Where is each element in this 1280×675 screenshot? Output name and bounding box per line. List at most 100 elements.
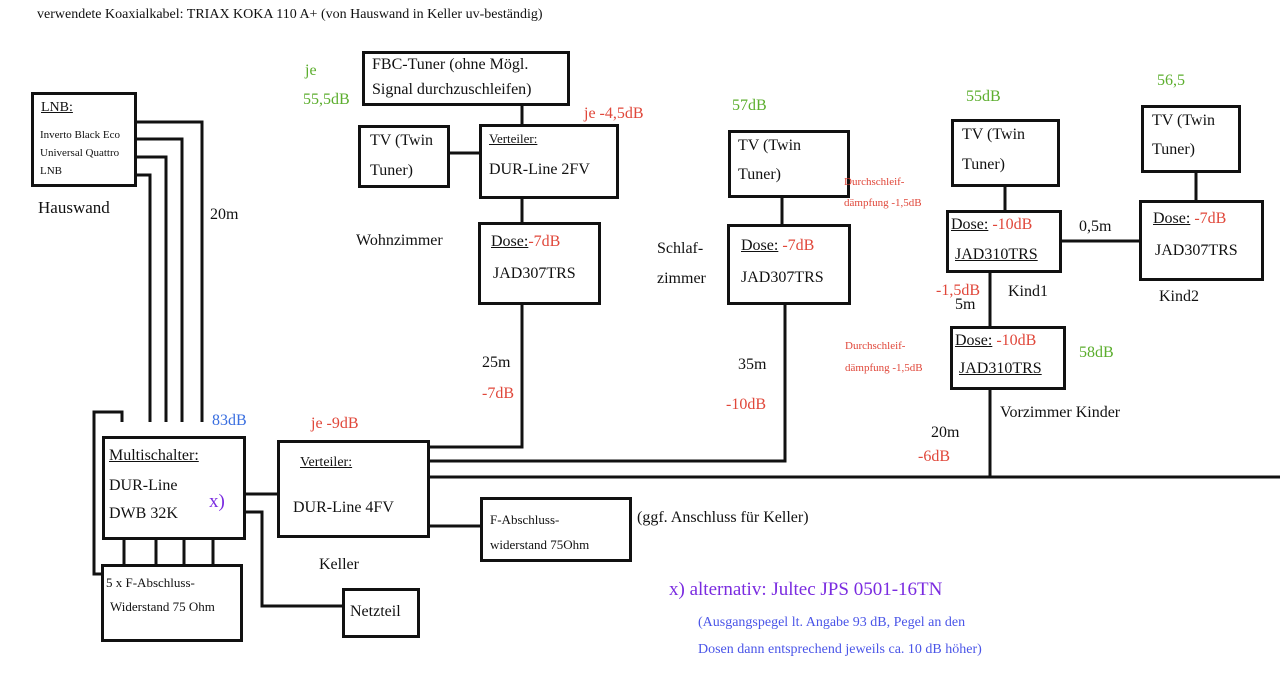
kind1-level: 55dB [966, 88, 1001, 105]
kind1-link-length: 0,5m [1079, 218, 1112, 235]
vorzimmer-dose-model: JAD310TRS [959, 360, 1042, 377]
lnb-box: LNB: Inverto Black Eco Universal Quattro… [31, 92, 137, 187]
alternative-note-line1: (Ausgangspegel lt. Angabe 93 dB, Pegel a… [698, 615, 966, 630]
schlafzimmer-dose-loss: -7dB [782, 237, 815, 254]
verteiler4-model: DUR-Line 4FV [293, 499, 394, 516]
multischalter-line2: DWB 32K [109, 505, 178, 522]
verteiler-terminator-line1: F-Abschluss- [490, 512, 560, 527]
multischalter-output-level: 83dB [212, 412, 247, 429]
kind2-dose-label: Dose: [1153, 210, 1191, 227]
netzteil-box: Netzteil [342, 588, 420, 638]
vorzimmer-dose-label: Dose: [955, 332, 993, 349]
vorzimmer-dose: Dose: -10dB [955, 332, 1036, 350]
wohnzimmer-tv-line2: Tuner) [370, 162, 413, 179]
verteiler-terminator-line2: widerstand 75Ohm [490, 537, 590, 552]
vorzimmer-room: Vorzimmer Kinder [1000, 404, 1121, 421]
multischalter-title: Multischalter: [109, 447, 199, 464]
kind2-dose-box: Dose: -7dB JAD307TRS [1139, 200, 1264, 281]
wohnzimmer-level: 55,5dB [303, 91, 350, 108]
kind1-dose: Dose: -10dB [951, 216, 1032, 234]
schlafzimmer-room-line2: zimmer [657, 270, 706, 287]
keller-note: (ggf. Anschluss für Keller) [637, 509, 809, 526]
verteiler4-location: Keller [319, 556, 359, 573]
lnb-cable-length: 20m [210, 206, 239, 223]
schlafzimmer-cable-loss: -10dB [726, 396, 766, 413]
wohnzimmer-dose-box: Dose:-7dB JAD307TRS [478, 222, 601, 305]
wohnzimmer-tv-box: TV (Twin Tuner) [358, 125, 450, 188]
wohnzimmer-room: Wohnzimmer [356, 232, 443, 249]
schlafzimmer-dose-box: Dose: -7dB JAD307TRS [727, 224, 851, 305]
kind1-dose-box: Dose: -10dB JAD310TRS [946, 210, 1062, 273]
cable-lnb-4 [134, 173, 152, 422]
wohnzimmer-verteiler-title: Verteiler: [489, 131, 538, 146]
cable-ms-netzteil [244, 510, 344, 608]
cable-note: verwendete Koaxialkabel: TRIAX KOKA 110 … [37, 7, 543, 22]
multischalter-terminator-line2: Widerstand 75 Ohm [110, 599, 215, 614]
netzteil-label: Netzteil [350, 603, 401, 620]
kind1-down-loss: -1,5dB [936, 282, 980, 299]
schlafzimmer-tv-line1: TV (Twin [738, 137, 802, 154]
vorzimmer-cable-loss: -6dB [918, 448, 950, 465]
multischalter-box: Multischalter: DUR-Line DWB 32K x) [102, 436, 246, 540]
multischalter-terminator-box: 5 x F-Abschluss- Widerstand 75 Ohm [101, 564, 243, 642]
wohnzimmer-tv-line1: TV (Twin [370, 132, 434, 149]
kind1-through-loss-line2: dämpfung -1,5dB [844, 197, 922, 209]
fbc-tuner-line2: Signal durchzuschleifen) [372, 81, 532, 98]
wohnzimmer-cable-loss: -7dB [482, 385, 514, 402]
kind1-through-loss-line1: Durchschleif- [844, 176, 905, 188]
multischalter-marker: x) [209, 491, 225, 512]
verteiler-terminator-box: F-Abschluss- widerstand 75Ohm [480, 497, 632, 562]
cable-lnb-2 [134, 137, 184, 422]
wohnzimmer-verteiler-model: DUR-Line 2FV [489, 161, 590, 178]
lnb-line-2: Universal Quattro [40, 147, 120, 159]
wohnzimmer-verteiler-loss: je -4,5dB [584, 105, 644, 122]
lnb-line-1: Inverto Black Eco [40, 129, 121, 141]
multischalter-line1: DUR-Line [109, 477, 178, 494]
kind1-tv-box: TV (Twin Tuner) [951, 119, 1060, 187]
kind1-tv-line1: TV (Twin [962, 126, 1026, 143]
wohnzimmer-dose-label: Dose: [491, 233, 529, 250]
schlafzimmer-dose-label: Dose: [741, 237, 779, 254]
cable-wohnzimmer [428, 305, 524, 449]
kind2-dose-loss: -7dB [1194, 210, 1227, 227]
alternative-title: x) alternativ: Jultec JPS 0501-16TN [669, 579, 943, 600]
schlafzimmer-dose: Dose: -7dB [741, 237, 814, 255]
schlafzimmer-dose-model: JAD307TRS [741, 269, 824, 286]
kind2-room: Kind2 [1159, 288, 1199, 305]
wohnzimmer-level-prefix: je [305, 62, 317, 79]
alternative-note-line2: Dosen dann entsprechend jeweils ca. 10 d… [698, 642, 982, 657]
wohnzimmer-dose: Dose:-7dB [491, 233, 560, 251]
kind1-down-length: 5m [955, 296, 976, 313]
verteiler4-loss: je -9dB [311, 415, 359, 432]
kind1-dose-loss: -10dB [992, 216, 1033, 233]
cable-lnb-3 [134, 155, 168, 422]
kind2-level: 56,5 [1157, 72, 1185, 89]
wohnzimmer-verteiler-box: Verteiler: DUR-Line 2FV [479, 124, 619, 199]
kind2-dose-model: JAD307TRS [1155, 242, 1238, 259]
vorzimmer-through-loss-line1: Durchschleif- [845, 340, 906, 352]
schlafzimmer-tv-line2: Tuner) [738, 166, 781, 183]
kind1-tv-line2: Tuner) [962, 156, 1005, 173]
vorzimmer-dose-loss: -10dB [996, 332, 1037, 349]
kind2-dose: Dose: -7dB [1153, 210, 1226, 228]
fbc-tuner-line1: FBC-Tuner (ohne Mögl. [372, 56, 529, 73]
multischalter-terminator-line1: 5 x F-Abschluss- [106, 575, 195, 590]
lnb-title: LNB: [41, 100, 73, 115]
vorzimmer-through-loss-line2: dämpfung -1,5dB [845, 362, 923, 374]
cable-schlafzimmer [428, 305, 787, 463]
wohnzimmer-dose-loss: -7dB [528, 233, 561, 250]
schlafzimmer-level: 57dB [732, 97, 767, 114]
schlafzimmer-tv-box: TV (Twin Tuner) [728, 130, 850, 198]
kind2-tv-line2: Tuner) [1152, 141, 1195, 158]
vorzimmer-dose-box: Dose: -10dB JAD310TRS [950, 326, 1066, 390]
vorzimmer-level: 58dB [1079, 344, 1114, 361]
verteiler4-box: Verteiler: DUR-Line 4FV [277, 440, 430, 538]
lnb-line-3: LNB [40, 165, 62, 177]
cable-ms-loop [92, 410, 124, 576]
kind2-tv-line1: TV (Twin [1152, 112, 1216, 129]
kind2-tv-box: TV (Twin Tuner) [1141, 105, 1241, 173]
schlafzimmer-cable-length: 35m [738, 356, 767, 373]
wohnzimmer-dose-model: JAD307TRS [493, 265, 576, 282]
vorzimmer-cable-length: 20m [931, 424, 960, 441]
